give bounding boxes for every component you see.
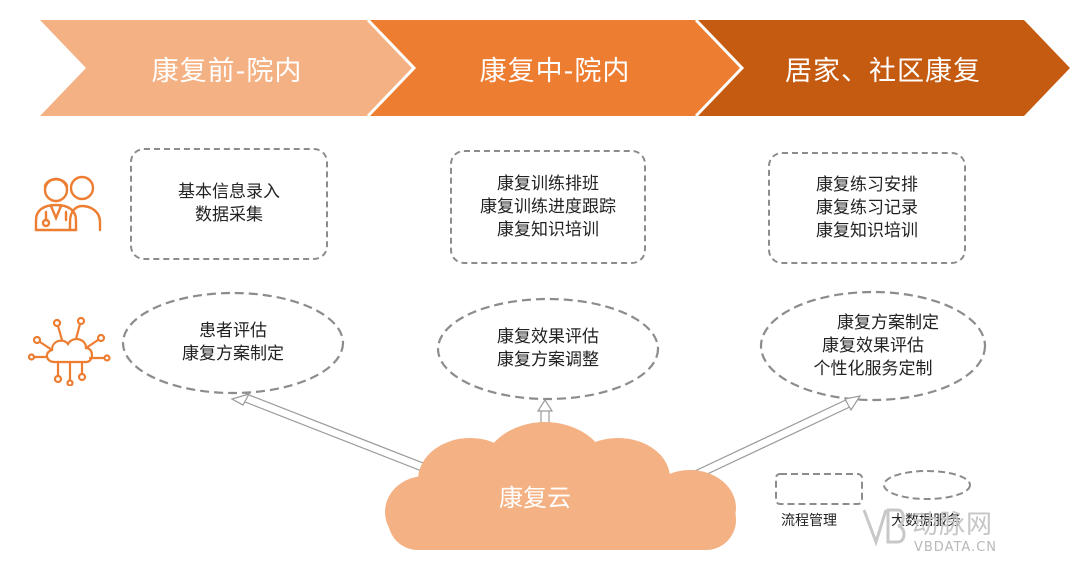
process-line: 数据采集 bbox=[195, 205, 263, 225]
data-line: 康复效果评估 bbox=[497, 327, 599, 347]
data-oval-pre bbox=[121, 291, 345, 395]
stage-label-mid: 康复中-院内 bbox=[479, 55, 631, 87]
process-line: 基本信息录入 bbox=[178, 182, 280, 202]
data-oval-pre-text: 患者评估 康复方案制定 bbox=[143, 308, 323, 378]
process-line: 康复练习记录 bbox=[816, 197, 918, 218]
legend-process-shape bbox=[775, 473, 863, 505]
stage-arrow-1 bbox=[40, 20, 414, 116]
data-line: 康复方案制定 bbox=[182, 344, 284, 364]
process-line: 康复练习安排 bbox=[816, 174, 918, 195]
data-line: 康复方案制定 bbox=[837, 312, 939, 333]
process-line: 康复知识培训 bbox=[816, 220, 918, 241]
stage-label-home: 居家、社区康复 bbox=[785, 55, 981, 87]
data-line: 康复效果评估 bbox=[822, 335, 924, 356]
process-box-home: 康复练习安排 康复练习记录 康复知识培训 bbox=[768, 152, 966, 264]
stage-banner bbox=[40, 18, 1070, 118]
stage-arrow-3 bbox=[696, 20, 1070, 116]
stage-label-pre: 康复前-院内 bbox=[151, 55, 303, 87]
process-box-mid: 康复训练排班 康复训练进度跟踪 康复知识培训 bbox=[450, 150, 646, 264]
cloud-label: 康复云 bbox=[499, 484, 571, 512]
data-line: 个性化服务定制 bbox=[813, 358, 933, 379]
stage-arrow-2 bbox=[368, 20, 742, 116]
cloud-shape bbox=[385, 422, 736, 550]
doctor-patient-icon bbox=[34, 175, 102, 232]
process-line: 康复知识培训 bbox=[497, 219, 599, 240]
process-box-pre: 基本信息录入 数据采集 bbox=[130, 148, 328, 260]
data-oval-home-text: 康复方案制定 康复效果评估 个性化服务定制 bbox=[783, 305, 963, 387]
legend-process-label: 流程管理 bbox=[781, 513, 837, 529]
vb-logo-icon bbox=[862, 508, 906, 547]
legend-bigdata-shape bbox=[883, 470, 971, 500]
legend-bigdata-label: 大数据服务 bbox=[891, 513, 961, 529]
watermark-text: VBDATA.CN bbox=[914, 540, 998, 555]
process-line: 康复训练进度跟踪 bbox=[480, 196, 616, 217]
data-line: 患者评估 bbox=[199, 321, 267, 341]
data-oval-home bbox=[759, 290, 987, 402]
data-oval-mid-text: 康复效果评估 康复方案调整 bbox=[458, 314, 638, 384]
data-oval-mid bbox=[436, 297, 660, 401]
iot-cloud-icon bbox=[28, 316, 111, 386]
watermark-brand: 动脉网 bbox=[912, 510, 994, 540]
process-line: 康复训练排班 bbox=[497, 173, 599, 194]
data-line: 康复方案调整 bbox=[497, 350, 599, 370]
